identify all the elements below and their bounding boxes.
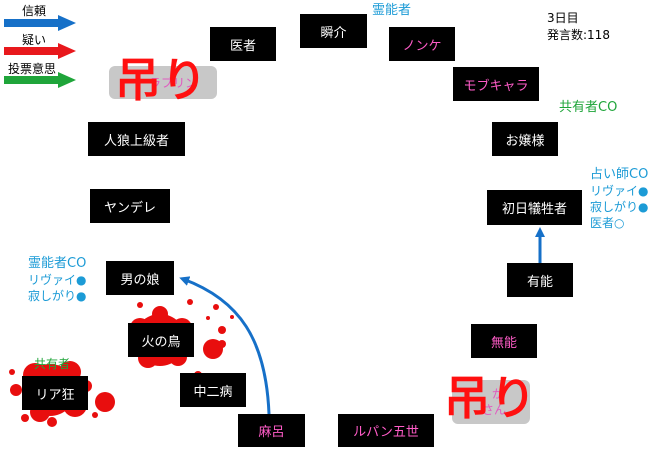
player-node-yunou[interactable]: 有能 — [507, 263, 573, 297]
trust-arrow-maro-to-otokonoko — [179, 276, 271, 415]
legend-arrow-suspicion — [4, 43, 76, 59]
legend-suspicion-label: 疑い — [22, 33, 47, 47]
hang-mark-left: 吊り — [115, 53, 207, 107]
hidden-name-left: ラブリン — [149, 76, 198, 90]
player-node-nonke[interactable]: ノンケ — [389, 27, 455, 61]
legend-trust-label: 信頼 — [22, 4, 47, 18]
legend-arrow-vote — [4, 72, 76, 88]
player-node-hinotori[interactable]: 火の鳥 — [128, 323, 194, 357]
player-node-yandere[interactable]: ヤンデレ — [90, 189, 170, 223]
player-node-lupin[interactable]: ルパン五世 — [338, 414, 434, 447]
player-node-mobu[interactable]: モブキャラ — [453, 67, 539, 101]
game-info: 3日目 発言数:118 — [547, 10, 610, 44]
legend-vote-label: 投票意思 — [8, 62, 57, 76]
player-node-maro[interactable]: 麻呂 — [238, 414, 305, 447]
annotation-mason-riakyou: 共有者 — [34, 357, 71, 371]
annotation-mason-co-ojousama: 共有者CO — [559, 100, 618, 115]
annotation-seer-result-3: 医者○ — [590, 216, 625, 230]
annotation-seer-co: 占い師CO — [590, 167, 649, 182]
player-node-otokonoko[interactable]: 男の娘 — [106, 261, 174, 295]
blood-drops-small — [206, 304, 234, 334]
player-node-shonichi[interactable]: 初日犠牲者 — [487, 190, 582, 225]
player-node-chuuni[interactable]: 中二病 — [180, 373, 246, 407]
annotation-seer-result-1: リヴァイ● — [590, 184, 649, 198]
player-node-jinrou[interactable]: 人狼上級者 — [88, 122, 185, 156]
hidden-name-right-1: が — [492, 387, 505, 401]
player-node-munou[interactable]: 無能 — [471, 324, 537, 358]
legend-arrow-trust — [4, 15, 76, 31]
annotation-medium-result-1: リヴァイ● — [28, 273, 87, 287]
player-node-shunsuke[interactable]: 瞬介 — [300, 14, 367, 48]
hanged-player-box-left: ラブリン — [109, 66, 217, 99]
annotation-medium-nonke: 霊能者 — [372, 3, 412, 18]
player-node-ojousama[interactable]: お嬢様 — [492, 122, 558, 156]
player-node-riakyou[interactable]: リア狂 — [22, 376, 88, 410]
annotation-medium-result-2: 寂しがり● — [28, 289, 87, 303]
annotation-seer-result-2: 寂しがり● — [590, 200, 649, 214]
speech-count: 発言数:118 — [547, 28, 610, 42]
hidden-name-right-2: さん — [482, 403, 507, 417]
player-node-isha[interactable]: 医者 — [210, 27, 276, 61]
hanged-player-box-right: が さん — [452, 380, 530, 424]
hang-mark-right: 吊り — [444, 371, 536, 425]
day-label: 3日目 — [547, 11, 579, 25]
annotation-medium-co: 霊能者CO — [28, 256, 87, 271]
